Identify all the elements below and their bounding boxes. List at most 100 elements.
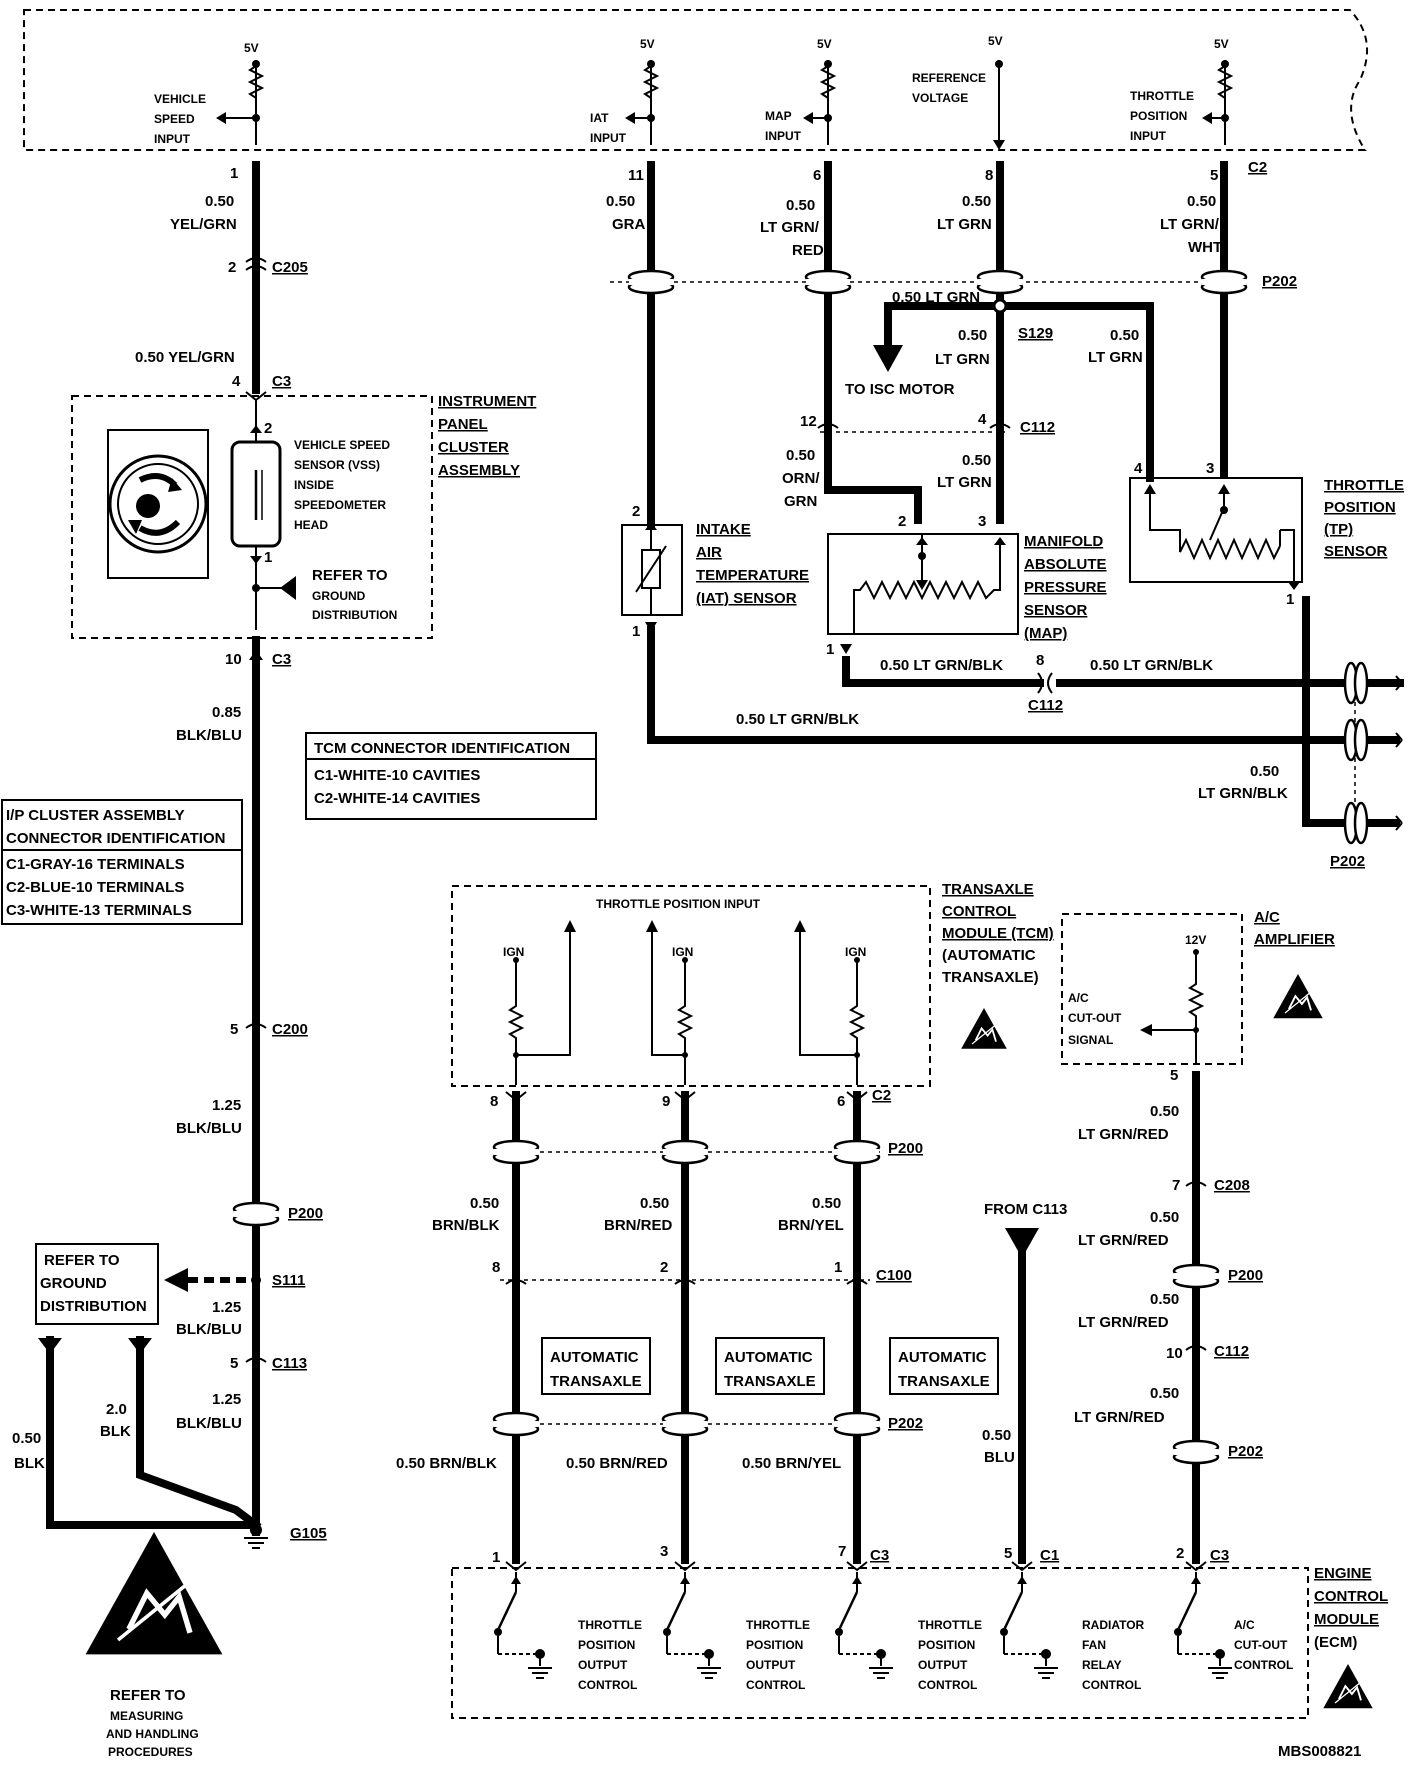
- pin-label: 4: [232, 373, 241, 390]
- pin-label: 1: [1286, 591, 1294, 608]
- esd-warning-icon: [960, 1007, 1008, 1050]
- tcm-connector-id-row: C1-WHITE-10 CAVITIES: [314, 767, 480, 784]
- tcm-connector-id-table: [305, 732, 597, 820]
- tp-sensor-box: [1129, 477, 1303, 583]
- connector-c1-label: C1: [1040, 1547, 1059, 1564]
- pin-label: 5: [230, 1355, 238, 1372]
- esd-warning-icon: [1322, 1663, 1374, 1710]
- connector-p200-label: P200: [1228, 1267, 1263, 1284]
- connector-p202-label: P202: [1330, 853, 1365, 870]
- 12v-label: 12V: [1185, 933, 1206, 947]
- pin-label: 6: [837, 1093, 845, 1110]
- wire-yel-grn-label: 0.50 YEL/GRN: [135, 349, 235, 366]
- pin-label: 10: [225, 651, 242, 668]
- from-c113-label: FROM C113: [984, 1201, 1067, 1218]
- connector-p202-label: P202: [1262, 273, 1297, 290]
- pin-label: 2: [264, 420, 272, 437]
- connector-c208-label: C208: [1214, 1177, 1250, 1194]
- esd-warning-icon: [86, 1532, 223, 1654]
- tcm-connector-id-title: TCM CONNECTOR IDENTIFICATION: [314, 740, 570, 757]
- ign-label: IGN: [845, 945, 866, 959]
- connector-c3-label: C3: [870, 1547, 889, 1564]
- connector-c112: [1037, 672, 1053, 694]
- inline-connector: [1172, 1439, 1220, 1465]
- tp-sensor-potentiometer: [1144, 484, 1300, 590]
- connector-c200-label: C200: [272, 1021, 308, 1038]
- connector-c3-label: C3: [272, 373, 291, 390]
- speedometer-gauge-icon: [107, 429, 209, 579]
- ecm-5v-label: 5V: [1214, 37, 1229, 51]
- connector-p202-label: P202: [1228, 1443, 1263, 1460]
- pin-label: 3: [978, 513, 986, 530]
- connector-c100-label: C100: [876, 1267, 912, 1284]
- tcm-box: [451, 885, 931, 1087]
- tcm-connector-id-row: C2-WHITE-14 CAVITIES: [314, 790, 480, 807]
- connector-c112-label: C112: [1214, 1343, 1249, 1360]
- inline-connector: [232, 1201, 280, 1227]
- pin-label: 2: [1176, 1545, 1184, 1562]
- vehicle-speed-sensor: [230, 400, 296, 630]
- automatic-transaxle-box: [889, 1337, 999, 1395]
- pin-label: 6: [813, 167, 821, 184]
- inline-connector: [976, 269, 1024, 295]
- pin-label: 9: [662, 1093, 670, 1110]
- connector-c112: [1185, 1345, 1207, 1351]
- tcm-internal-circuit: [509, 920, 864, 1085]
- connector-c113: [245, 1357, 267, 1363]
- ipc-connector-id-row: C3-WHITE-13 TERMINALS: [6, 902, 192, 919]
- inline-connector: [1200, 269, 1248, 295]
- ground-symbol: [243, 1537, 269, 1549]
- inline-connector: [661, 1411, 709, 1437]
- inline-connector: [1172, 1263, 1220, 1289]
- instrument-panel-cluster-box: [71, 395, 433, 639]
- throttle-position-input-label: THROTTLE POSITION INPUT: [596, 897, 761, 911]
- wire-lt-grn-blk-label: 0.50 LT GRN/BLK: [880, 657, 1003, 674]
- connector-c112: [817, 423, 1011, 429]
- connector-c100: [505, 1279, 868, 1285]
- connector-p200-label: P200: [288, 1205, 323, 1222]
- ecm-bottom-box: [451, 1567, 1309, 1719]
- pin-label: 8: [1036, 652, 1044, 669]
- wires-top: [252, 161, 1404, 1529]
- ecm-5v-label: 5V: [817, 37, 832, 51]
- ecm-5v-label: 5V: [244, 41, 259, 55]
- wire-lt-grn-label: 0.50 LT GRN: [892, 289, 980, 306]
- connector-c205-label: C205: [272, 259, 308, 276]
- wire-brn-red-label: 0.50 BRN/RED: [566, 1455, 668, 1472]
- connector-c3: [249, 650, 263, 660]
- map-sensor-element: [840, 534, 1006, 654]
- pin-label: 8: [985, 167, 993, 184]
- pin-label: 2: [228, 259, 236, 276]
- connector-c2-tcm: [505, 1091, 868, 1102]
- ign-label: IGN: [503, 945, 524, 959]
- connector-p202-label: P202: [888, 1415, 923, 1432]
- ecm-5v-label: 5V: [640, 37, 655, 51]
- splice-s129-label: S129: [1018, 325, 1053, 342]
- ground-g105-label: G105: [290, 1525, 327, 1542]
- pin-label: 8: [490, 1093, 498, 1110]
- pin-label: 7: [838, 1543, 846, 1560]
- pin-label: 2: [632, 503, 640, 520]
